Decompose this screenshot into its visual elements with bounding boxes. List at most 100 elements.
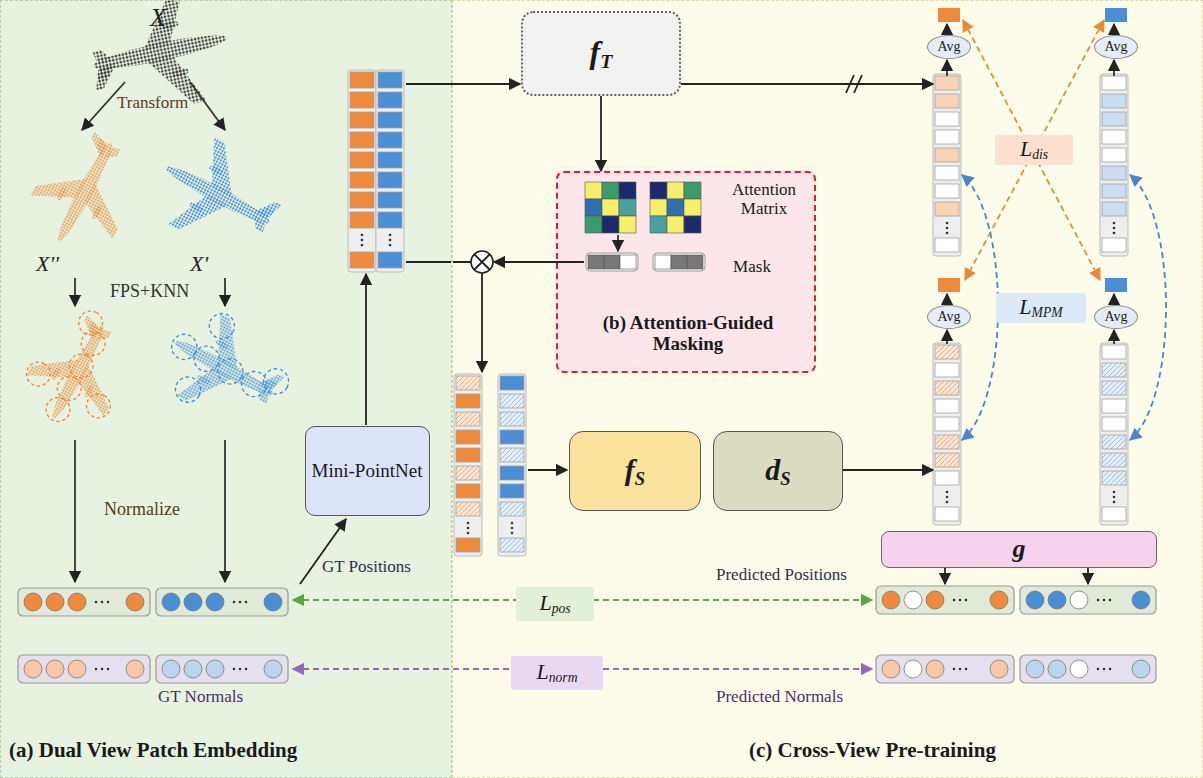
drawing-part <box>348 70 376 272</box>
drawing-part <box>585 182 602 199</box>
drawing-part <box>101 601 104 604</box>
drawing-part <box>876 655 1014 683</box>
drawing-part <box>406 83 520 85</box>
node-label: Lnorm <box>536 660 577 685</box>
drawing-part <box>77 327 109 359</box>
drawing-part <box>471 251 493 273</box>
drawing-part <box>946 222 949 225</box>
drawing-part <box>946 294 948 302</box>
drawing-part <box>935 238 959 252</box>
drawing-part <box>511 532 514 535</box>
drawing-part <box>69 363 123 416</box>
drawing-part <box>684 216 701 233</box>
drawing-part <box>602 216 619 233</box>
drawing-part <box>965 599 968 602</box>
node-label: Avg <box>937 39 960 54</box>
drawing-part <box>946 232 949 235</box>
drawing-part <box>1102 148 1126 162</box>
drawing-part <box>206 593 224 611</box>
drawing-part <box>55 186 67 202</box>
drawing-part <box>350 72 374 88</box>
node-label: Lpos <box>539 591 570 616</box>
drawing-part <box>156 588 288 616</box>
drawing-part <box>17 119 153 263</box>
drawing-part <box>105 145 121 162</box>
drawing-part <box>378 92 402 108</box>
drawing-part <box>24 593 42 611</box>
drawing-part <box>655 255 671 269</box>
drawing-part <box>933 343 961 525</box>
drawing-part <box>1113 232 1116 235</box>
encoder-box: fS <box>569 431 701 511</box>
annotation-label: Normalize <box>104 500 180 520</box>
node-label: Avg <box>937 309 960 324</box>
drawing-part <box>1048 591 1066 609</box>
flow-arrow <box>600 96 602 171</box>
drawing-part <box>935 435 959 449</box>
drawing-part <box>350 212 374 228</box>
annotation-text: Attention Matrix <box>716 181 812 218</box>
drawing-part <box>882 591 900 609</box>
drawing-part <box>1103 668 1106 671</box>
drawing-part <box>990 660 1008 678</box>
drawing-part <box>1102 507 1126 521</box>
drawing-part <box>602 182 619 199</box>
drawing-part <box>389 239 392 242</box>
drawing-part <box>46 660 64 678</box>
loss-box: Lpos <box>516 587 594 621</box>
drawing-part <box>619 182 636 199</box>
drawing-part <box>237 367 271 401</box>
drawing-part <box>365 274 367 425</box>
drawing-part <box>350 252 374 268</box>
decoder-box: dS <box>713 431 843 511</box>
drawing-part <box>361 239 364 242</box>
drawing-part <box>1100 343 1128 525</box>
annotation-label: X <box>150 4 166 33</box>
drawing-part <box>196 373 212 385</box>
drawing-part <box>500 448 524 462</box>
drawing-part <box>233 601 236 604</box>
node-label: fS <box>625 453 645 489</box>
drawing-part <box>406 261 471 263</box>
drawing-part <box>946 60 948 76</box>
drawing-part <box>1113 501 1116 504</box>
drawing-part <box>935 76 959 90</box>
drawing-part <box>882 660 900 678</box>
drawing-part <box>456 394 480 408</box>
drawing-part <box>456 412 480 426</box>
panel: fTAttention MatrixMask(b) Attention-Guid… <box>452 0 1203 778</box>
drawing-part <box>50 366 62 381</box>
drawing-part <box>1102 112 1126 126</box>
drawing-part <box>376 70 404 272</box>
drawing-part <box>1102 130 1126 144</box>
drawing-part <box>389 234 392 237</box>
annotation-label: X'' <box>36 252 59 276</box>
drawing-part <box>456 502 480 516</box>
process-box: Mini-PointNet <box>305 426 430 516</box>
drawing-part <box>687 255 703 269</box>
module-title: (a) Dual View Patch Embedding <box>9 739 297 762</box>
panel: Mini-PointNet (a) Dual View Patch Embeddi… <box>0 0 452 778</box>
drawing-part <box>946 491 949 494</box>
drawing-part <box>1102 435 1126 449</box>
drawing-part <box>90 205 102 221</box>
drawing-part <box>42 393 74 425</box>
drawing-part <box>78 315 101 339</box>
drawing-part <box>361 244 364 247</box>
drawing-part <box>350 112 374 128</box>
node-label: g <box>1013 535 1026 564</box>
drawing-part <box>498 374 526 556</box>
drawing-part <box>842 469 933 471</box>
drawing-part <box>86 322 101 338</box>
drawing-part <box>1102 202 1126 216</box>
drawing-part <box>1113 222 1116 225</box>
drawing-part <box>378 112 402 128</box>
drawing-part <box>1102 345 1126 359</box>
drawing-part <box>79 0 238 123</box>
drawing-part <box>962 175 998 440</box>
encoder-box: fT <box>521 11 681 96</box>
drawing-part <box>74 440 76 582</box>
drawing-part <box>1102 238 1126 252</box>
drawing-part <box>1102 471 1126 485</box>
drawing-part <box>378 212 402 228</box>
